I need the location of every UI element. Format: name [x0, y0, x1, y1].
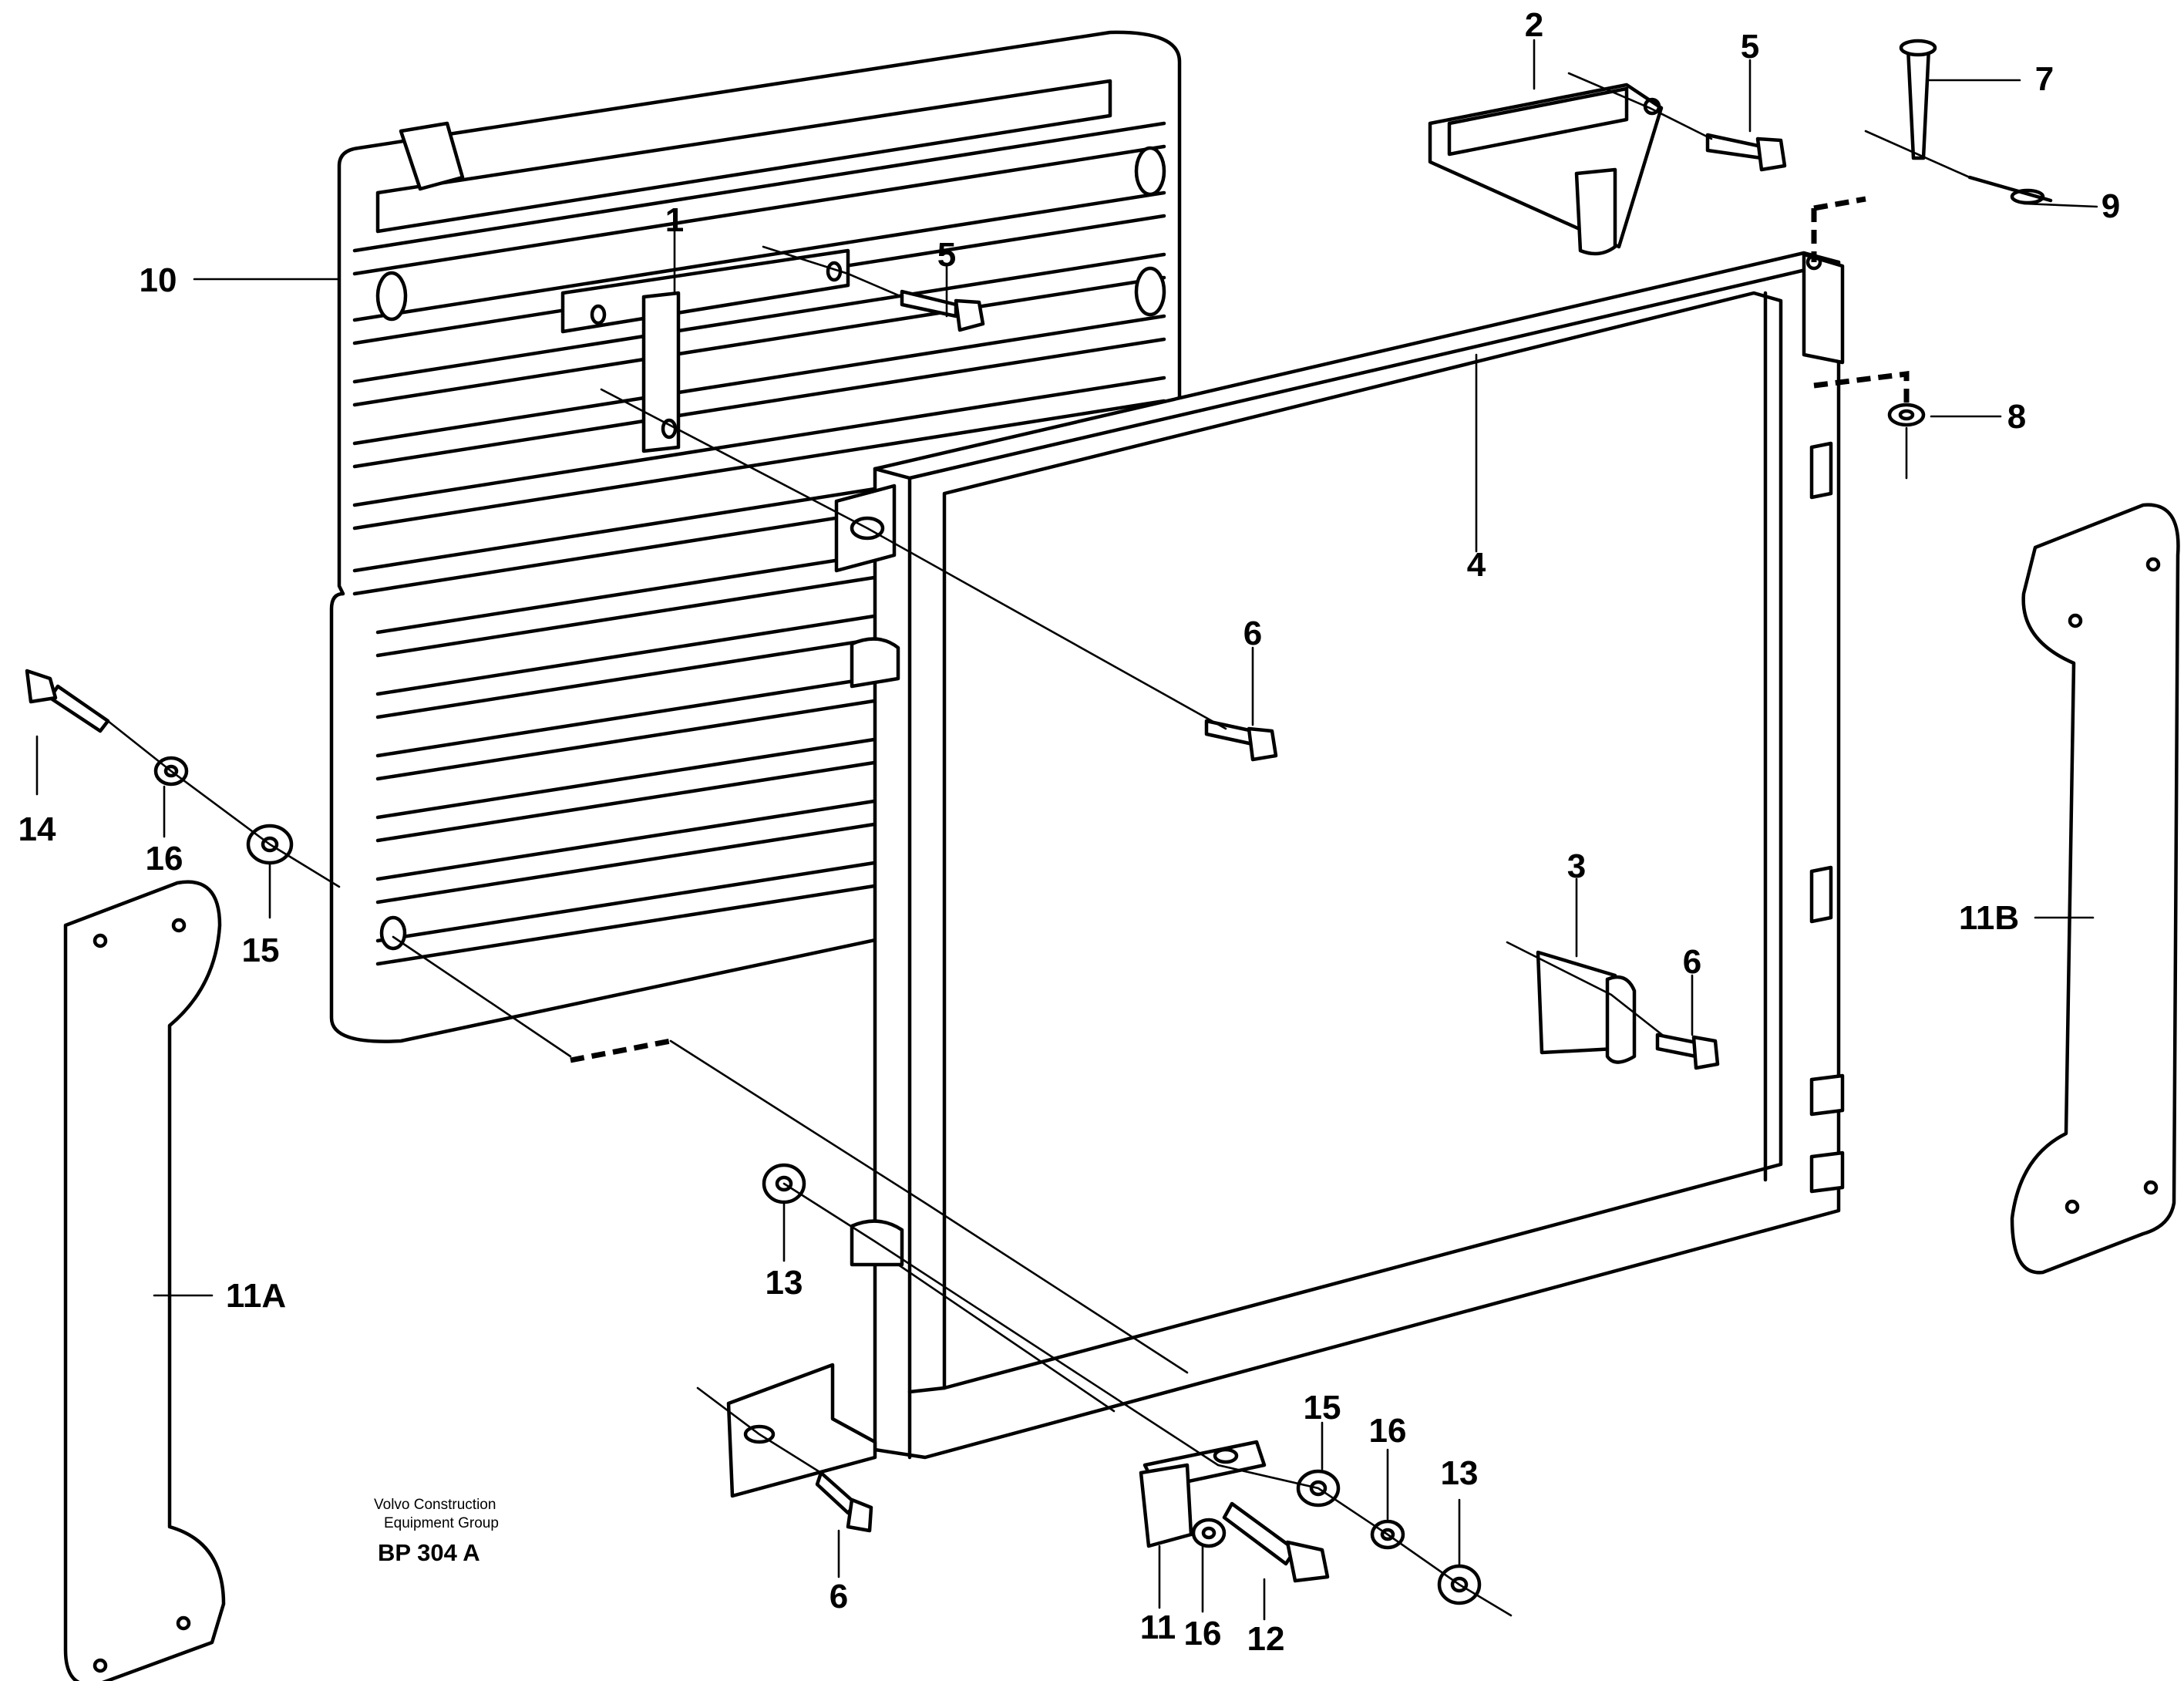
callout-15-left: 15: [242, 931, 280, 969]
callout-14: 14: [19, 810, 56, 848]
top-fitting: [399, 121, 465, 191]
company-name-line2: Equipment Group: [384, 1515, 499, 1531]
callout-5-mid: 5: [937, 236, 956, 274]
callout-7: 7: [2035, 60, 2054, 98]
callout-1: 1: [665, 201, 684, 239]
part-11b-side-plate: [2010, 503, 2180, 1275]
part-1-bracket: [560, 248, 850, 453]
callout-6-mid: 6: [1243, 615, 1262, 652]
callout-10: 10: [140, 261, 177, 299]
callout-13-left: 13: [766, 1264, 803, 1302]
callout-12: 12: [1247, 1620, 1285, 1658]
callout-labels: 1 2 3 4 5 5 6 6 6 7 8 9 10 11 11A 11B 12…: [19, 6, 2121, 1658]
callout-6-right: 6: [1683, 943, 1701, 981]
callout-16-left: 16: [146, 840, 183, 878]
callout-2: 2: [1525, 6, 1543, 44]
callout-8: 8: [2007, 398, 2026, 436]
part-2-hinge-plate: [1428, 83, 1664, 256]
callout-6-bottom: 6: [830, 1578, 848, 1615]
callout-4: 4: [1467, 546, 1486, 584]
frame-foot-bracket: [726, 1363, 877, 1498]
frame-stud-upper: [850, 637, 900, 689]
callout-5-top: 5: [1741, 28, 1759, 66]
callout-3: 3: [1567, 847, 1586, 885]
title-block: Volvo Construction Equipment Group BP 30…: [374, 1497, 499, 1566]
callout-11a: 11A: [226, 1277, 286, 1315]
part-3-hinge: [1536, 950, 1637, 1064]
callout-13-right: 13: [1441, 1454, 1479, 1492]
callout-15-right: 15: [1304, 1389, 1341, 1427]
part-11a-side-plate: [63, 880, 226, 1681]
callout-11: 11: [1140, 1609, 1176, 1646]
callout-9: 9: [2102, 187, 2120, 225]
callout-16-bottom: 16: [1184, 1615, 1222, 1652]
callout-11b: 11B: [1959, 899, 2019, 937]
part-4-frame: [834, 251, 1845, 1460]
frame-hinge-lug: [1802, 252, 1845, 365]
callout-16-right: 16: [1369, 1412, 1407, 1450]
part-11-clip-plate: [1139, 1440, 1267, 1548]
fasteners: [25, 39, 2053, 1605]
company-name-line1: Volvo Construction: [374, 1497, 496, 1513]
assembly-lines: [106, 72, 1971, 1617]
callout-leaders: [35, 39, 2098, 1621]
drawing-code: BP 304 A: [378, 1539, 480, 1566]
